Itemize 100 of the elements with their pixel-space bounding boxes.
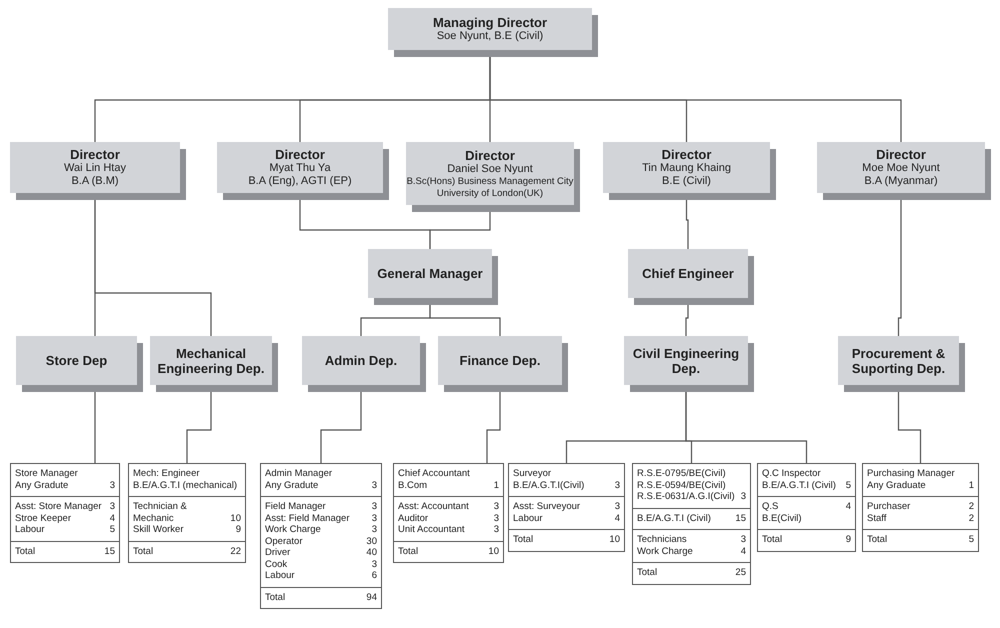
position-label: B.E/A.G.T.I (Civil) <box>637 512 711 524</box>
staff-count: 2 <box>968 512 974 524</box>
staff-count: 3 <box>740 491 746 502</box>
staff-count: 4 <box>110 512 115 524</box>
position-label: Any Gradute <box>15 480 68 491</box>
person-detail: B.A (Myanmar) <box>864 175 938 188</box>
position-label: Store Manager <box>15 468 78 480</box>
position-label: Admin Manager <box>265 468 332 480</box>
person-detail: Myat Thu Ya <box>269 162 331 175</box>
staffing-table <box>10 463 120 563</box>
position-box <box>16 336 143 392</box>
position-box <box>817 142 991 200</box>
position-label: Total <box>133 546 154 557</box>
staff-count: 3 <box>494 512 499 524</box>
staff-count: 3 <box>494 524 499 536</box>
position-label: R.S.E-0631/A.G.I(Civil) <box>637 491 735 502</box>
person-detail: B.E (Civil) <box>662 175 711 188</box>
position-title: Chief Engineer <box>642 266 734 281</box>
position-box <box>302 336 426 392</box>
position-box <box>217 142 389 200</box>
position-title: General Manager <box>377 266 483 281</box>
position-label: Labour <box>15 524 45 536</box>
position-box <box>406 142 580 212</box>
position-box <box>10 142 186 200</box>
staffing-table <box>128 463 246 563</box>
position-box <box>438 336 568 392</box>
position-title: Admin Dep. <box>324 353 398 368</box>
staffing-table <box>632 463 751 584</box>
staffing-table <box>862 463 979 552</box>
staff-count: 3 <box>614 501 620 512</box>
position-label: Technicians <box>637 534 687 546</box>
position-label: Mech: Engineer <box>133 468 200 480</box>
position-title: Director <box>876 147 926 162</box>
position-title: Director <box>70 147 120 162</box>
staff-count: 1 <box>968 480 974 491</box>
position-label: R.S.E-0594/BE(Civil) <box>637 480 726 491</box>
position-label: B.E/A.G.T.I (Civil) <box>762 480 836 491</box>
position-label: B.E/A.G.T.I(Civil) <box>513 480 584 491</box>
connector-line <box>94 392 96 463</box>
position-label: Asst: Accountant <box>398 501 469 512</box>
staff-count: 40 <box>366 547 377 558</box>
position-label: Asst: Field Manager <box>265 512 350 524</box>
position-title: Director <box>275 147 325 162</box>
position-label: Surveyor <box>513 468 552 480</box>
position-label: Chief Accountant <box>398 468 470 480</box>
staff-count: 3 <box>372 558 377 570</box>
connector-line <box>898 392 922 463</box>
staffing-table <box>757 463 856 552</box>
staff-count: 4 <box>614 512 620 524</box>
connector-line <box>186 392 212 463</box>
staff-count: 94 <box>366 592 377 603</box>
position-label: Q.S <box>762 501 778 512</box>
position-box <box>838 336 965 392</box>
person-detail: Wai Lin Htay <box>64 162 126 175</box>
position-title: Civil Engineering Dep. <box>632 346 740 376</box>
position-label: Q.C Inspector <box>762 468 821 480</box>
staff-count: 3 <box>614 480 620 491</box>
connector-line <box>429 212 491 249</box>
position-label: Asst: Store Manager <box>15 501 102 512</box>
person-detail: Daniel Soe Nyunt <box>447 162 533 176</box>
position-label: Total <box>265 592 286 603</box>
staff-count: 10 <box>230 512 241 524</box>
staff-count: 4 <box>740 546 746 557</box>
position-box <box>388 8 598 57</box>
position-label: Total <box>513 534 534 546</box>
position-title: Finance Dep. <box>460 353 540 368</box>
staffing-table <box>393 463 504 563</box>
staff-count: 3 <box>110 480 115 491</box>
position-label: Work Charge <box>265 524 321 536</box>
position-label: Labour <box>513 512 543 524</box>
connector-line <box>489 57 902 142</box>
position-label: Operator <box>265 536 302 547</box>
position-title: Procurement & Suporting Dep. <box>850 346 946 376</box>
connector-line <box>320 392 362 463</box>
staffing-table <box>508 463 625 552</box>
position-label: Total <box>398 546 418 557</box>
staff-count: 3 <box>372 512 377 524</box>
person-detail: B.A (Eng), AGTI (EP) <box>248 175 352 188</box>
staff-count: 5 <box>110 524 115 536</box>
position-title: Mechanical Engineering Dep. <box>156 346 266 376</box>
position-label: Total <box>637 567 658 578</box>
connector-line <box>94 200 212 336</box>
position-label: Purchaser <box>867 501 910 512</box>
position-label: Driver <box>265 547 290 558</box>
staff-count: 10 <box>609 534 620 546</box>
position-label: Field Manager <box>265 501 326 512</box>
position-label: Asst: Surveyour <box>513 501 580 512</box>
position-label: B.E/A.G.T.I (mechanical) <box>133 480 238 491</box>
staff-count: 5 <box>968 534 974 546</box>
staff-count: 9 <box>846 534 851 546</box>
position-label: Total <box>762 534 782 546</box>
connector-line <box>898 200 902 336</box>
position-title: Store Dep <box>46 353 108 368</box>
position-box <box>150 336 278 392</box>
staff-count: 3 <box>372 501 377 512</box>
staff-count: 22 <box>230 546 241 557</box>
staff-count: 10 <box>488 546 499 557</box>
staff-count: 6 <box>372 570 377 582</box>
staff-count: 1 <box>494 480 499 491</box>
position-label: Total <box>867 534 888 546</box>
